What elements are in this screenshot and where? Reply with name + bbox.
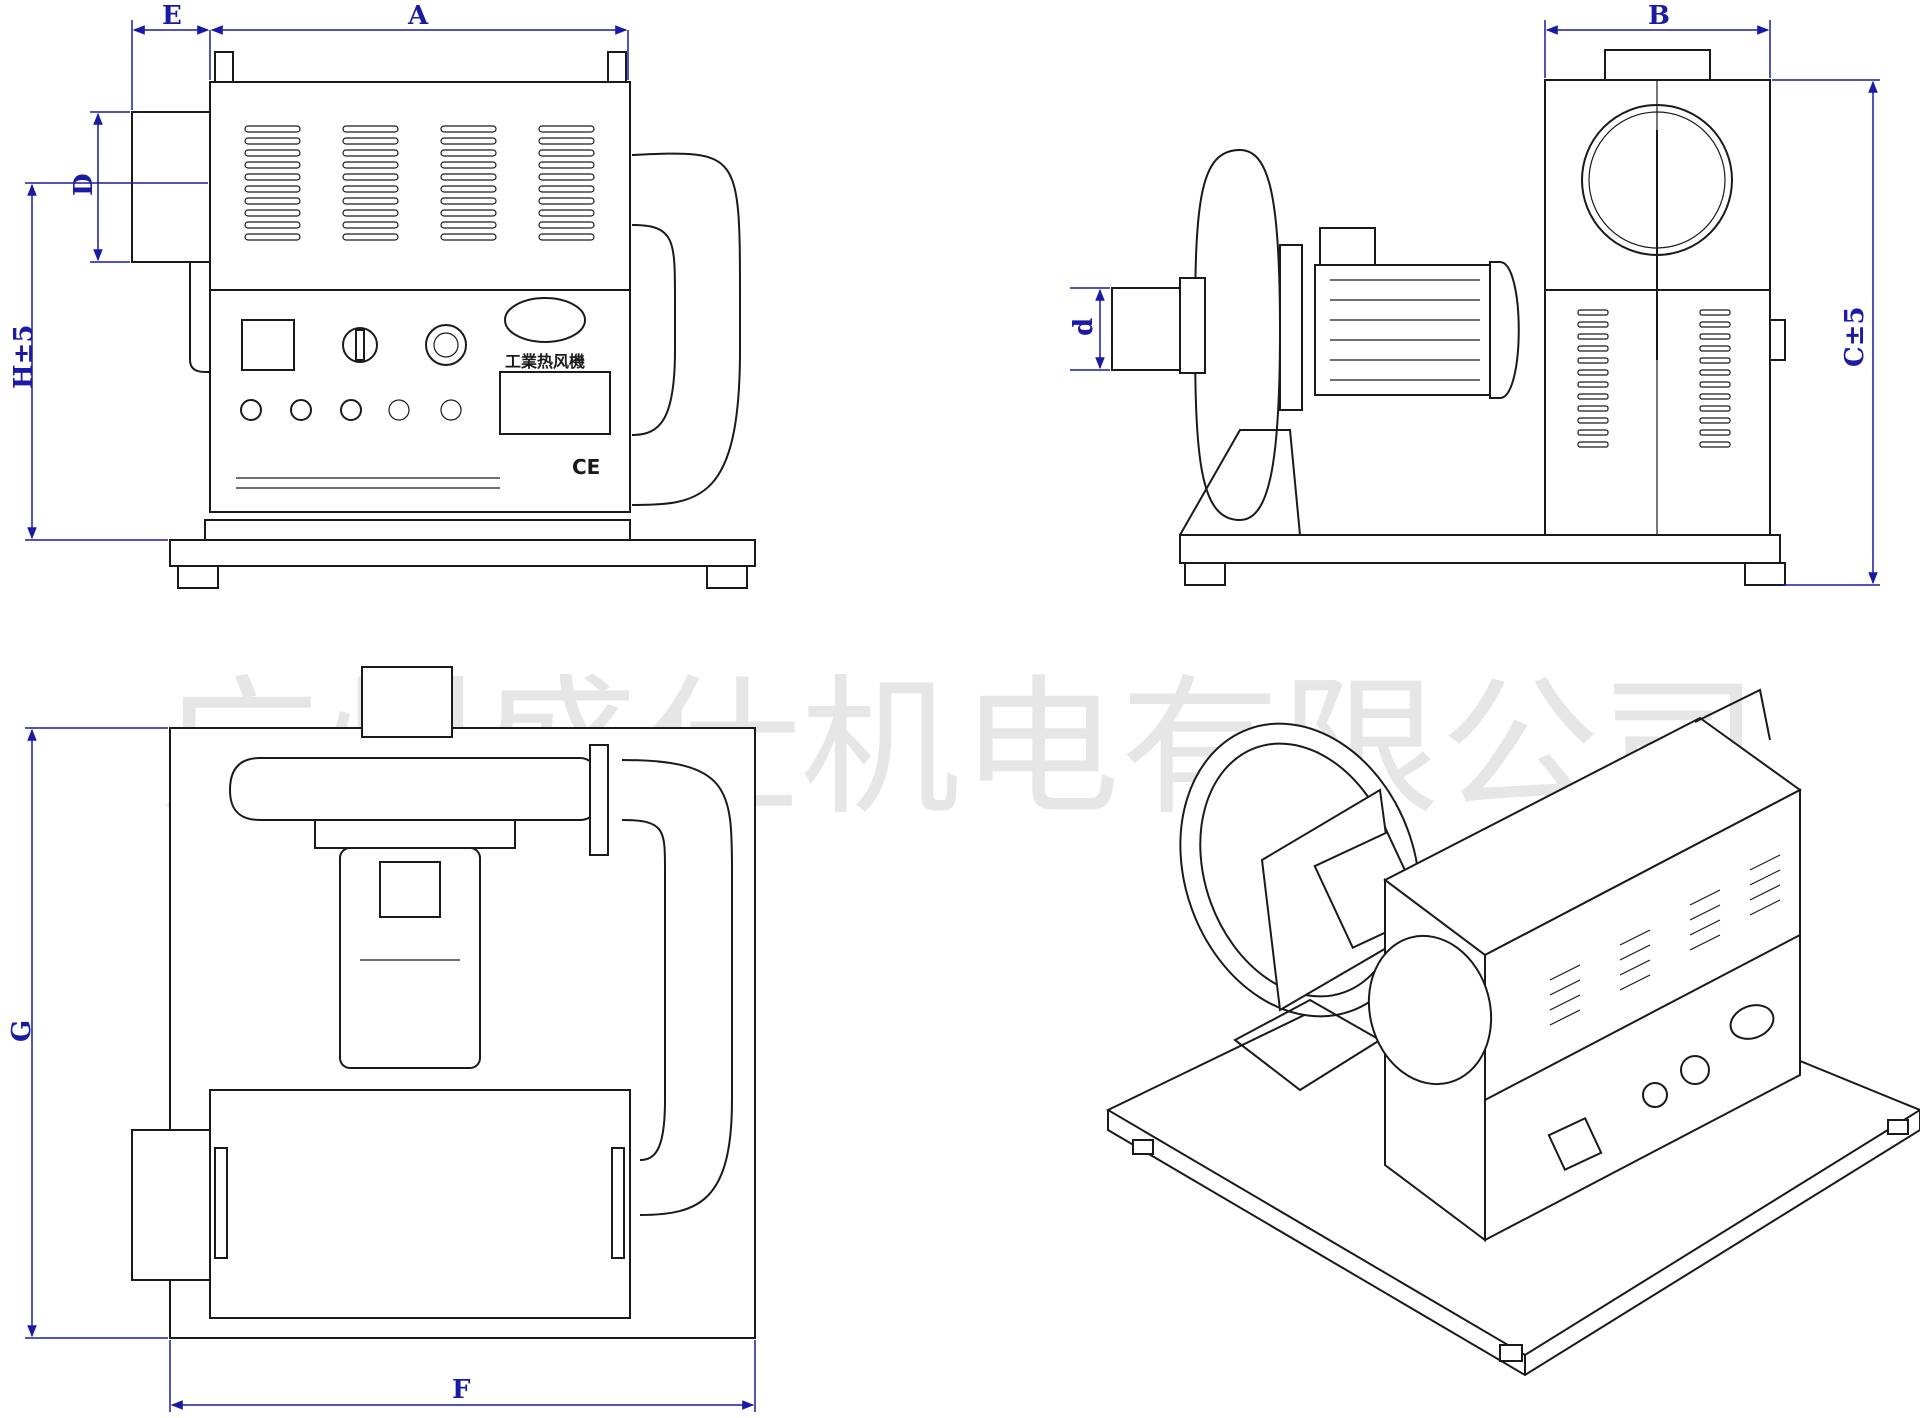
side-handle <box>1604 49 1711 81</box>
iso-air-outlet <box>1367 934 1493 1086</box>
brand-logo <box>504 297 586 343</box>
dim-label-e: E <box>162 1 182 31</box>
side-view <box>1111 49 1786 586</box>
ce-mark: CE <box>572 455 600 479</box>
front-duct <box>631 152 741 506</box>
top-heater-body <box>209 1089 631 1319</box>
front-view: 工業热风機 CE <box>131 51 756 589</box>
power-knob <box>342 327 378 363</box>
side-base-plate <box>1179 534 1781 564</box>
brand-text: 工業热风機 <box>505 352 585 371</box>
top-blower-outlet <box>361 666 453 738</box>
dim-label-h: H±5 <box>9 325 39 389</box>
dim-label-c: C±5 <box>1840 306 1870 367</box>
dim-label-g: G <box>7 1020 37 1042</box>
front-dimensions: A E D H±5 <box>9 1 629 541</box>
blower-housing <box>1193 148 1282 522</box>
top-dimensions: G F <box>7 727 756 1412</box>
isometric-view <box>1105 688 1920 1377</box>
nameplate <box>499 371 611 435</box>
motor-body <box>1314 264 1491 396</box>
front-louvers <box>244 125 595 241</box>
dim-label-d-small: d <box>1069 318 1099 336</box>
side-louvers <box>1577 309 1731 448</box>
blower-outlet <box>1111 287 1191 371</box>
temperature-controller-display <box>241 319 295 371</box>
dim-label-f: F <box>452 1375 471 1405</box>
top-blower-housing <box>228 757 602 821</box>
front-base-plate <box>169 539 756 567</box>
iso-louvers <box>1549 854 1781 1026</box>
front-control-panel <box>209 289 631 513</box>
dim-label-d: D <box>69 173 99 196</box>
dim-label-a: A <box>407 1 429 31</box>
motor-terminal-strip <box>1279 244 1303 411</box>
top-view <box>131 666 756 1339</box>
dim-label-b: B <box>1648 1 1670 31</box>
top-duct <box>621 759 733 1216</box>
side-dimensions: B C±5 d <box>1069 1 1880 586</box>
front-side-box <box>131 111 211 263</box>
emergency-stop-button <box>425 324 467 366</box>
top-motor <box>339 847 481 1069</box>
